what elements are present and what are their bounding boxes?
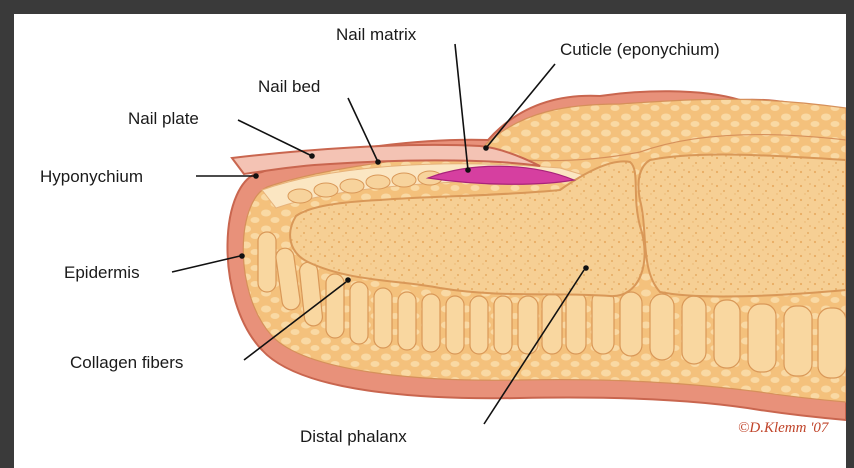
label-cuticle: Cuticle (eponychium) [560,40,720,59]
label-nail-plate: Nail plate [128,109,199,128]
label-nail-matrix: Nail matrix [336,25,417,44]
label-distal-phalanx: Distal phalanx [300,427,407,446]
label-nail-bed: Nail bed [258,77,320,96]
middle-phalanx-bone [638,155,846,297]
diagram-panel: Nail matrix Cuticle (eponychium) Nail be… [14,14,846,468]
fingertip-anatomy-diagram: Nail matrix Cuticle (eponychium) Nail be… [14,14,846,468]
artist-credit: ©D.Klemm '07 [738,420,830,436]
label-hyponychium: Hyponychium [40,167,143,186]
label-epidermis: Epidermis [64,263,140,282]
label-collagen-fibers: Collagen fibers [70,353,183,372]
